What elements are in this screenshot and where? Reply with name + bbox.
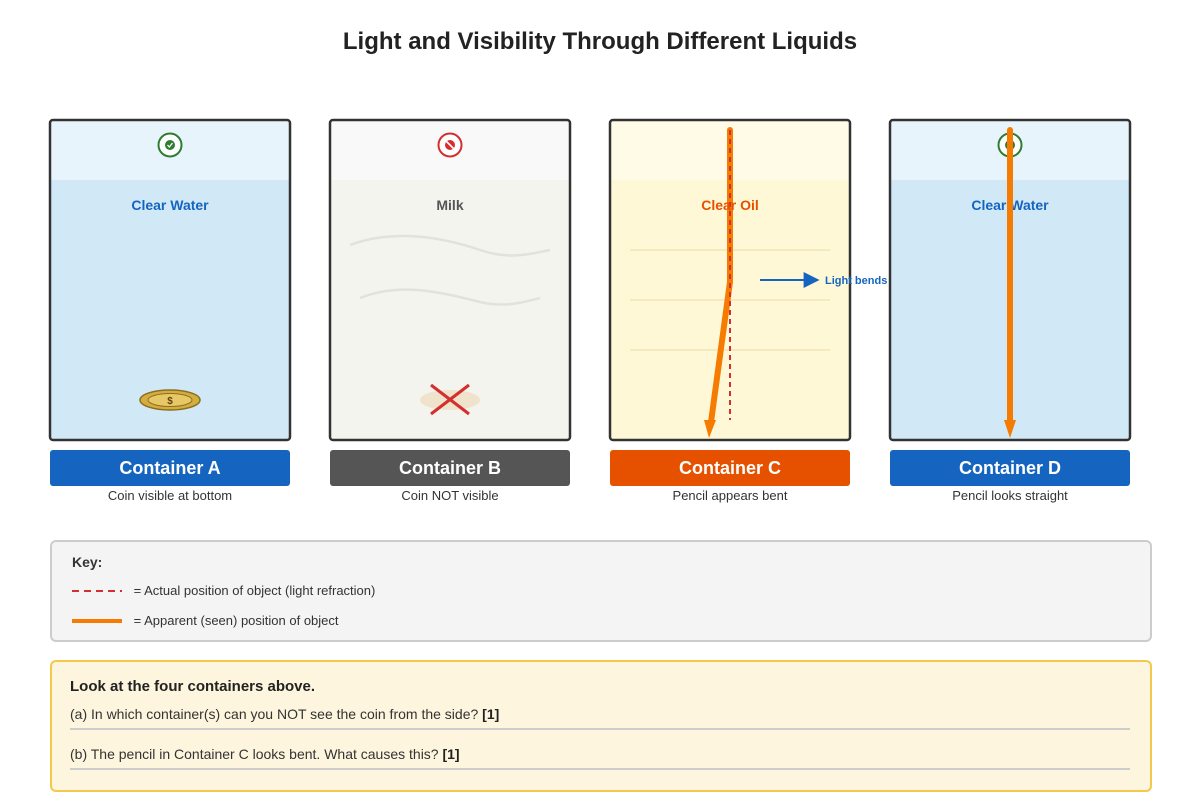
coin: $ [139, 389, 201, 411]
question-a[interactable]: (a) In which container(s) can you NOT se… [70, 706, 1130, 730]
key-item-text: = Actual position of object (light refra… [133, 583, 376, 599]
container-a: Clear Water $ [48, 118, 292, 442]
milk-swirl [349, 234, 551, 257]
refraction-annotation: Light bends [825, 275, 887, 287]
question-text: (b) The pencil in Container C looks bent… [70, 746, 439, 762]
pencil-tip [704, 420, 716, 438]
question-marks: [1] [482, 706, 500, 722]
question-panel: Look at the four containers above. (a) I… [50, 660, 1152, 792]
question-b[interactable]: (b) The pencil in Container C looks bent… [70, 746, 1130, 770]
container-b-caption: Coin NOT visible [401, 488, 499, 503]
check-circle-icon [157, 132, 183, 158]
solid-line-icon [72, 618, 122, 623]
container-b: Milk [328, 118, 572, 442]
liquid-label: Milk [436, 197, 463, 213]
dashed-line-icon [72, 589, 122, 592]
key-item-actual: = Actual position of object (light refra… [72, 582, 375, 598]
no-entry-circle-icon [437, 132, 463, 158]
container-d-caption: Pencil looks straight [952, 488, 1068, 503]
container-d: Clear Water [888, 118, 1132, 442]
container-a-caption: Coin visible at bottom [107, 488, 233, 503]
key-item-text: = Apparent (seen) position of object [133, 613, 339, 629]
key-item-apparent: = Apparent (seen) position of object [72, 612, 339, 628]
coin-symbol: $ [167, 396, 173, 407]
pencil [1004, 127, 1016, 438]
container-c-label: Container C [610, 450, 850, 486]
container-d-label: Container D [890, 450, 1130, 486]
cross-icon [430, 383, 470, 416]
key-title: Key: [72, 554, 103, 570]
container-c: Clear Oil Light bends [608, 118, 887, 442]
containers-diagram: Clear Water $ Milk [48, 118, 1132, 442]
pencil-tip [1004, 420, 1016, 438]
container-a-label: Container A [50, 450, 290, 486]
question-intro: Look at the four containers above. [70, 678, 316, 695]
liquid-label: Clear Oil [701, 197, 759, 213]
question-marks: [1] [442, 746, 460, 762]
key-panel: Key: = Actual position of object (light … [50, 540, 1152, 642]
milk-swirl [359, 288, 541, 306]
container-c-caption: Pencil appears bent [672, 488, 788, 503]
liquid-label: Clear Water [131, 197, 209, 213]
page-title: Light and Visibility Through Different L… [342, 28, 858, 55]
question-text: (a) In which container(s) can you NOT se… [70, 706, 479, 722]
container-b-label: Container B [330, 450, 570, 486]
